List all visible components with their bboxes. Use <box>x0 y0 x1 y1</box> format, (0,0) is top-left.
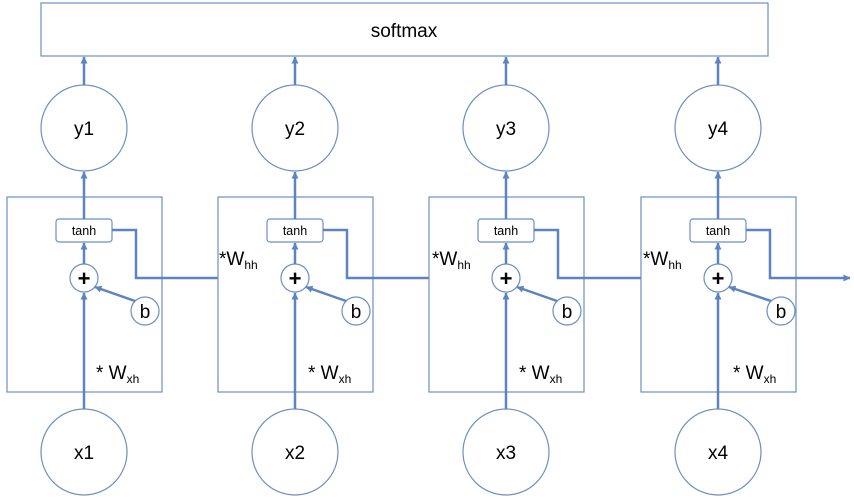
recurrent-weight-label-3-prefix: *W <box>432 249 457 270</box>
input-weight-label-3-subscript: xh <box>550 372 563 386</box>
bias-label-4: b <box>776 302 787 323</box>
bias-node-1 <box>130 296 160 326</box>
bias-arrow-3 <box>516 285 558 303</box>
bias-label-3: b <box>562 302 573 323</box>
sum-symbol-2: + <box>289 266 302 291</box>
recurrent-weight-label-3-subscript: hh <box>457 258 470 272</box>
tanh-label-2: tanh <box>283 224 307 238</box>
input-weight-label-1-subscript: xh <box>127 372 140 386</box>
hidden-state-arrow-2 <box>323 228 492 282</box>
sum-symbol-1: + <box>78 266 91 291</box>
tanh-label-1: tanh <box>72 224 96 238</box>
softmax-label: softmax <box>371 21 438 42</box>
input-weight-label-3: * Wxh <box>519 363 562 386</box>
tanh-label-4: tanh <box>706 224 730 238</box>
recurrent-weight-label-4-prefix: *W <box>643 249 668 270</box>
hidden-state-arrow-3 <box>534 228 704 282</box>
input-weight-label-1: * Wxh <box>96 363 139 386</box>
recurrent-weight-label-2: *Whh <box>219 249 258 272</box>
bias-arrow-1 <box>94 285 136 303</box>
input-weight-label-2-prefix: * W <box>308 363 339 384</box>
recurrent-weight-label-4: *Whh <box>643 249 682 272</box>
bias-arrow-4 <box>728 285 772 303</box>
bias-label-2: b <box>351 302 362 323</box>
input-label-3: x3 <box>496 443 516 464</box>
output-label-2: y2 <box>285 119 305 140</box>
input-weight-label-2: * Wxh <box>308 363 351 386</box>
bias-node-3 <box>552 296 582 326</box>
recurrent-weight-label-4-subscript: hh <box>668 258 681 272</box>
recurrent-weight-label-3: *Whh <box>432 249 471 272</box>
input-weight-label-4-subscript: xh <box>764 372 777 386</box>
hidden-state-arrow-4 <box>746 228 851 282</box>
input-label-2: x2 <box>285 443 305 464</box>
output-label-4: y4 <box>708 119 729 140</box>
tanh-label-3: tanh <box>494 224 518 238</box>
input-weight-label-1-prefix: * W <box>96 363 127 384</box>
output-label-3: y3 <box>496 119 516 140</box>
sum-symbol-3: + <box>500 266 513 291</box>
input-weight-label-4-prefix: * W <box>733 363 764 384</box>
recurrent-weight-label-2-prefix: *W <box>219 249 244 270</box>
input-weight-label-3-prefix: * W <box>519 363 550 384</box>
input-label-1: x1 <box>74 443 94 464</box>
hidden-state-arrow-1 <box>112 228 281 282</box>
bias-arrow-2 <box>305 285 347 303</box>
input-label-4: x4 <box>708 443 729 464</box>
input-weight-label-4: * Wxh <box>733 363 776 386</box>
output-label-1: y1 <box>74 119 94 140</box>
recurrent-weight-label-2-subscript: hh <box>244 258 257 272</box>
bias-label-1: b <box>140 302 151 323</box>
input-weight-label-2-subscript: xh <box>339 372 352 386</box>
sum-symbol-4: + <box>712 266 725 291</box>
softmax-box <box>40 2 769 57</box>
bias-node-2 <box>341 296 371 326</box>
bias-node-4 <box>766 296 796 326</box>
